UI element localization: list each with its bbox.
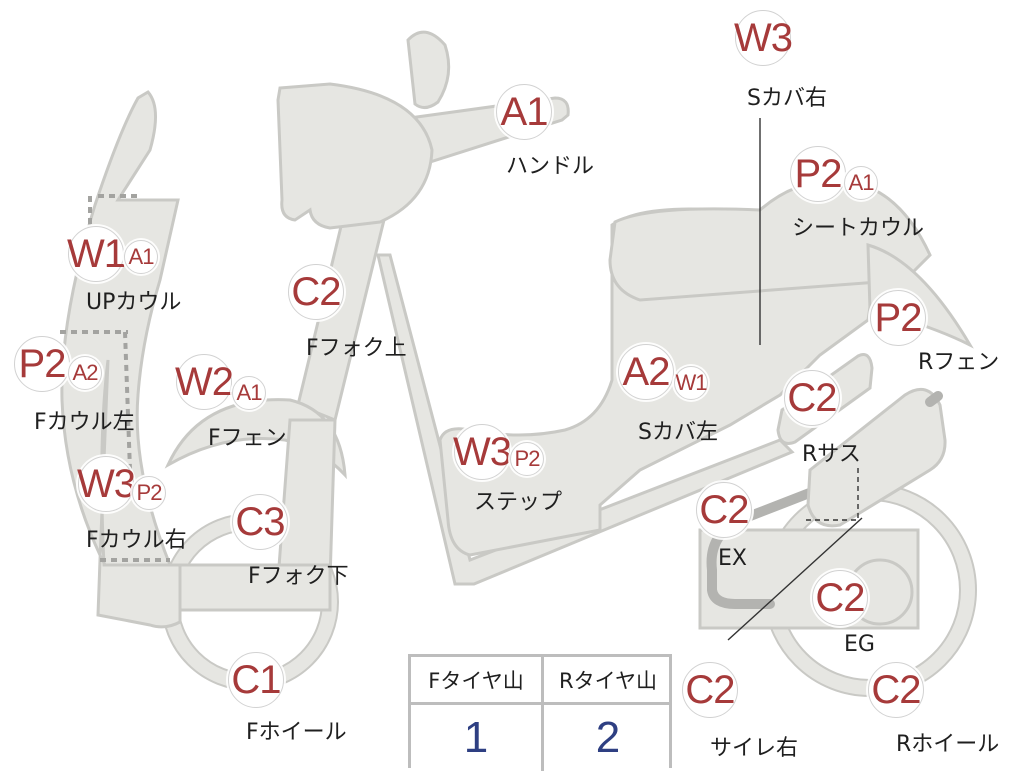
part-label: Fカウル右 (86, 528, 187, 553)
grade-badge: C2 (868, 662, 924, 718)
part-label: サイレ右 (710, 736, 799, 761)
grade-badge: C1 (228, 652, 284, 708)
grade-badge: P2 (790, 146, 846, 202)
part-label: ステップ (474, 490, 563, 515)
grade-badge-small: P2 (510, 442, 544, 476)
part-label: Fカウル左 (34, 410, 135, 435)
grade-badge-small: A2 (68, 356, 102, 390)
part-label: Fフォク上 (306, 336, 407, 361)
rear-tire-header: Rタイヤ山 (559, 669, 657, 693)
part-label: Fフォク下 (248, 564, 349, 589)
part-label: シートカウル (792, 216, 925, 241)
grade-badge: P2 (14, 336, 70, 392)
headlight-shape (276, 82, 434, 230)
part-label: Fホイール (246, 720, 347, 745)
table-divider (541, 657, 544, 771)
grade-badge: A1 (496, 84, 552, 140)
part-label: Sカバ左 (638, 420, 718, 445)
grade-badge: C2 (812, 570, 868, 626)
part-label: Sカバ右 (747, 86, 827, 111)
grade-badge-small: A1 (232, 376, 266, 410)
part-label: Rホイール (896, 732, 1000, 757)
grade-badge-small: A1 (844, 166, 878, 200)
part-label: Fフェン (208, 426, 287, 451)
grade-badge: W1 (67, 226, 126, 282)
part-label: Rフェン (918, 350, 1000, 375)
grade-badge: C3 (232, 494, 288, 550)
front-tire-value: 1 (463, 713, 489, 762)
front-tire-header: Fタイヤ山 (428, 669, 524, 693)
table-divider (411, 702, 669, 705)
grade-badge: W3 (734, 10, 793, 66)
grade-badge: C2 (696, 482, 752, 538)
part-label: UPカウル (86, 290, 182, 315)
muffler-leader (727, 517, 863, 641)
rear-tire-value: 2 (595, 713, 621, 762)
mirror-shape (406, 30, 451, 109)
part-label: EG (844, 632, 875, 657)
grade-badge: W3 (77, 456, 136, 512)
grade-badge-small: P2 (132, 476, 166, 510)
grade-badge: C2 (288, 264, 344, 320)
grade-badge: C2 (784, 370, 840, 426)
part-label: Rサス (802, 442, 861, 467)
part-label: EX (718, 546, 747, 571)
grade-badge: W2 (175, 354, 234, 410)
grade-badge: P2 (870, 290, 926, 346)
tire-tread-table: Fタイヤ山 Rタイヤ山 1 2 (408, 654, 672, 771)
grade-badge-small: A1 (124, 240, 158, 274)
grade-badge: C2 (682, 662, 738, 718)
grade-badge: A2 (618, 344, 674, 400)
muffler-shape (806, 387, 947, 528)
grade-badge-small: W1 (674, 366, 708, 400)
grade-badge: W3 (453, 424, 512, 480)
part-label: ハンドル (506, 154, 595, 179)
